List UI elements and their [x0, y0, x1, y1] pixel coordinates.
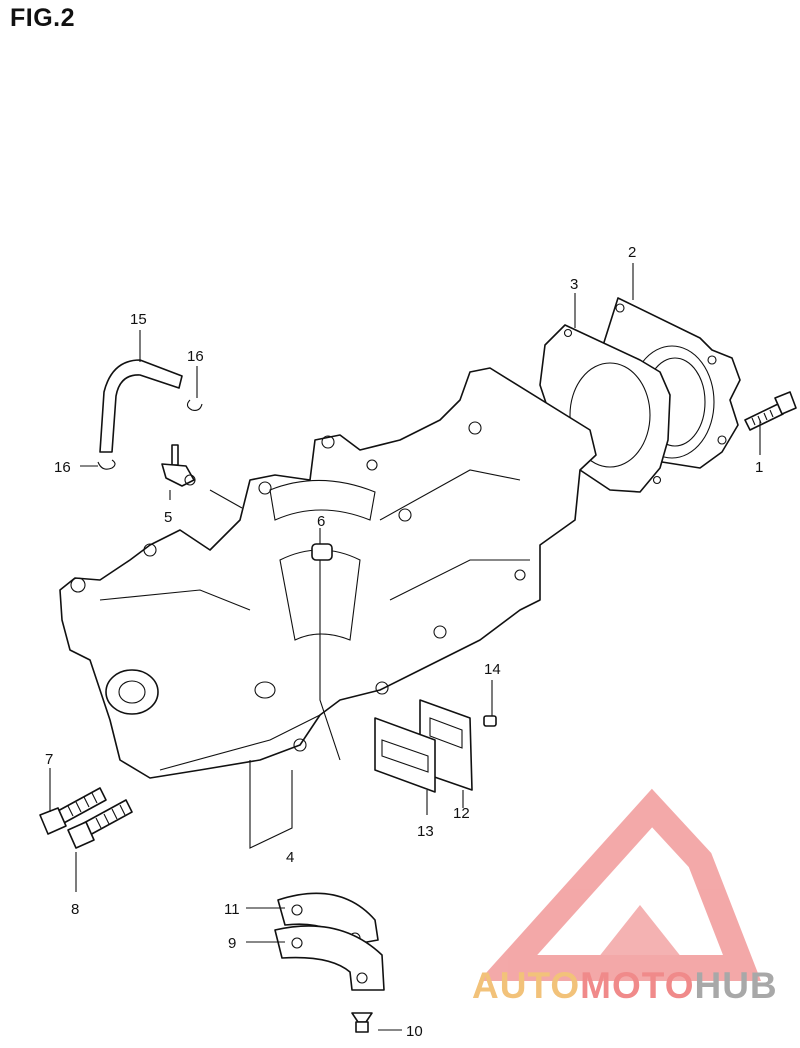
part-13-reed-valve — [374, 717, 436, 793]
part-14-screw — [483, 715, 497, 727]
watermark-auto: AUTO — [472, 965, 580, 1006]
watermark-moto: MOTO — [580, 965, 694, 1006]
watermark-text: AUTOMOTOHUB — [472, 965, 778, 1006]
part-1-bolt — [744, 391, 797, 431]
callout-2: 2 — [628, 244, 636, 261]
callout-11: 11 — [224, 901, 240, 918]
callout-12: 12 — [453, 805, 470, 822]
callout-1: 1 — [755, 459, 763, 476]
callout-16-lower: 16 — [54, 459, 71, 476]
callout-7: 7 — [45, 751, 53, 768]
part-9-plate — [274, 925, 385, 991]
callout-3: 3 — [570, 276, 578, 293]
callout-5: 5 — [164, 509, 172, 526]
leader-lines — [49, 263, 761, 1031]
callout-14: 14 — [484, 661, 501, 678]
figure-title: FIG.2 — [10, 4, 76, 32]
callout-8: 8 — [71, 901, 79, 918]
watermark-hub: HUB — [694, 965, 777, 1006]
callout-6: 6 — [317, 513, 325, 530]
callout-9: 9 — [228, 935, 236, 952]
part-4-main-housing — [59, 367, 597, 779]
callout-15: 15 — [130, 311, 147, 328]
part-16-clip-lower — [97, 459, 116, 470]
part-15-hose — [99, 359, 183, 453]
part-11-plate — [277, 892, 379, 946]
svg-text:AUTOMOTOHUB: AUTOMOTOHUB — [472, 965, 778, 1006]
callout-4: 4 — [286, 849, 294, 866]
part-8-bolt — [67, 799, 133, 849]
callout-16-upper: 16 — [187, 348, 204, 365]
watermark-logo-icon — [478, 788, 762, 981]
part-5-fitting — [161, 444, 196, 487]
part-6-dowel — [311, 543, 333, 561]
callout-labels: 1 2 3 4 5 6 7 8 9 10 11 12 13 14 15 16 1… — [45, 244, 763, 1040]
part-10-screw — [351, 1012, 373, 1033]
callout-13: 13 — [417, 823, 434, 840]
part-7-bolt — [39, 787, 107, 835]
part-16-clip-upper — [186, 399, 203, 411]
callout-10: 10 — [406, 1023, 423, 1040]
